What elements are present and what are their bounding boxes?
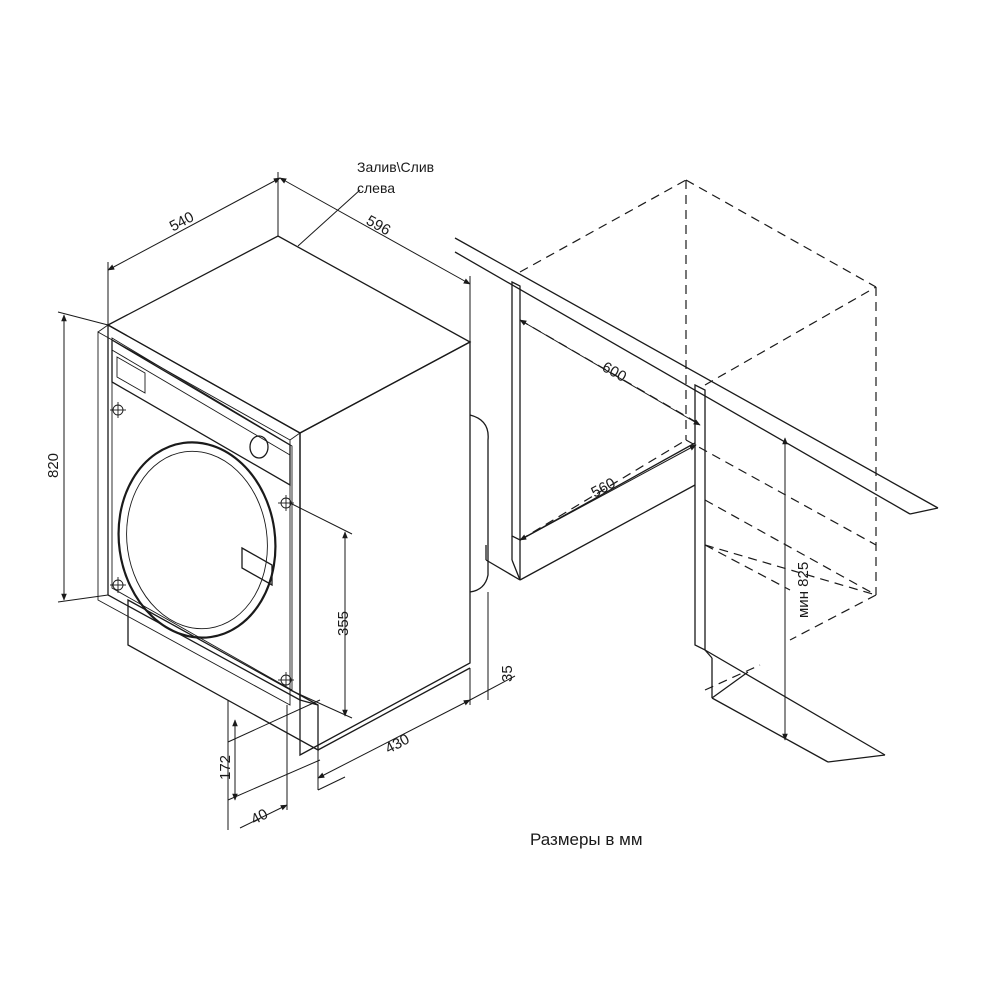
connection-note-line1: Залив\Слив (357, 159, 434, 175)
dim-height-label: 820 (45, 453, 62, 478)
kitchen-niche (454, 179, 939, 763)
dim-niche-depth-label: 560 (588, 475, 618, 502)
mounting-point-icon (278, 672, 294, 688)
dim-door-offset-label: 172 (217, 755, 234, 780)
dimension-lines (57, 172, 788, 830)
machine-top-face (106, 235, 472, 434)
program-knob-icon (249, 435, 269, 459)
control-panel (111, 338, 291, 487)
dim-min-height-label: мин 825 (795, 562, 812, 618)
mounting-point-icon (110, 402, 126, 418)
front-panel-frame (97, 331, 291, 706)
dim-foot-offset-label: 40 (248, 806, 271, 829)
door-handle (241, 546, 273, 587)
dim-door-height-label: 355 (335, 611, 352, 636)
door-porthole (117, 441, 277, 639)
mounting-point-icon (110, 577, 126, 593)
left-cabinet-panel (511, 280, 521, 542)
machine-plinth (127, 598, 319, 752)
connection-note-line2: слева (357, 180, 395, 196)
units-caption: Размеры в мм (530, 830, 643, 849)
washing-machine (97, 235, 489, 757)
machine-side-face (299, 340, 471, 757)
dim-door-depth-label: 430 (382, 731, 412, 758)
dim-depth-label: 596 (363, 212, 393, 239)
dim-plinth-recess-label: 35 (499, 665, 516, 682)
rear-hose (469, 414, 489, 593)
dim-width-label: 540 (167, 209, 197, 236)
display-window (116, 356, 146, 394)
